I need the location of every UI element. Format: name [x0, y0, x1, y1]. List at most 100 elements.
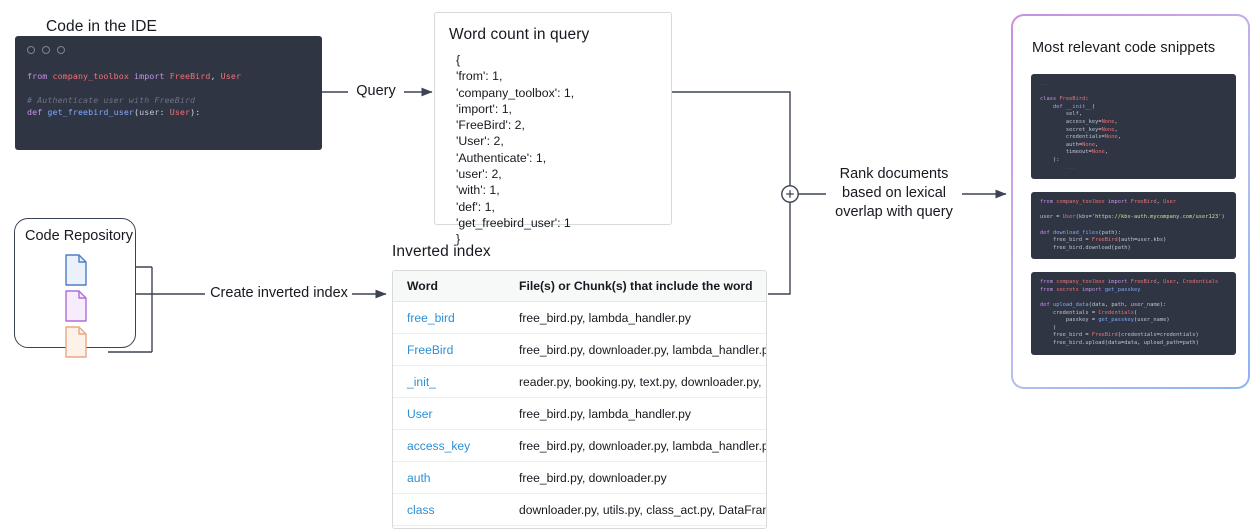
- snippet-freebird-class[interactable]: ... class FreeBird: def __init__( self, …: [1031, 74, 1236, 180]
- code-repository-title: Code Repository: [25, 228, 133, 244]
- rank-label-line-3: overlap with query: [835, 204, 953, 220]
- snippet-code-line: from company_toolbox import FreeBird, Us…: [1040, 279, 1219, 286]
- word-count-line: 'user': 2,: [456, 167, 502, 182]
- snippet-code-line: credentials=None,: [1040, 134, 1122, 141]
- inverted-index-table: Word File(s) or Chunk(s) that include th…: [393, 271, 766, 528]
- word-count-card: Word count in query { 'from': 1,'company_…: [434, 12, 672, 246]
- snippet-code-line: free_bird = FreeBird(auth=user.kbs): [1040, 237, 1167, 244]
- rank-label-line-2: based on lexical: [842, 185, 946, 201]
- results-snippet-list: ... class FreeBird: def __init__( self, …: [1031, 74, 1236, 368]
- snippet-code-line: passkey = get_passkey(user_name): [1040, 317, 1170, 324]
- word-count-line: 'def': 1,: [456, 199, 495, 214]
- snippet-code-line: [1040, 294, 1227, 302]
- cell-files: free_bird.py, downloader.py, lambda_hand…: [505, 333, 766, 366]
- ide-code-line: def get_freebird_user(user: User):: [27, 107, 201, 117]
- word-count-line: }: [456, 232, 461, 247]
- word-count-line: 'import': 1,: [456, 101, 512, 116]
- snippet-code-line: def upload_data(data, path, user_name):: [1040, 302, 1167, 309]
- ide-code-window[interactable]: from company_toolbox import FreeBird, Us…: [15, 36, 322, 150]
- cell-files: reader.py, booking.py, text.py, download…: [505, 365, 766, 398]
- cell-files: free_bird.py, downloader.py, lambda_hand…: [505, 429, 766, 462]
- word-count-line: 'Authenticate': 1,: [456, 150, 547, 165]
- rank-label-line-1: Rank documents: [839, 166, 949, 182]
- cell-word[interactable]: access_key: [393, 429, 505, 462]
- ide-code-line: from company_toolbox import FreeBird, Us…: [27, 71, 242, 81]
- snippet-download-files[interactable]: from company_toolbox import FreeBird, Us…: [1031, 192, 1236, 260]
- window-close-dot-icon[interactable]: [27, 46, 35, 54]
- ide-code-body: from company_toolbox import FreeBird, Us…: [27, 70, 310, 118]
- snippet-code-line: [1040, 222, 1227, 230]
- cell-word[interactable]: auth: [393, 461, 505, 494]
- word-count-line: 'from': 1,: [456, 69, 503, 84]
- inverted-index-card: Word File(s) or Chunk(s) that include th…: [392, 270, 767, 529]
- cell-files: free_bird.py, lambda_handler.py: [505, 301, 766, 334]
- snippet-code-line: [1040, 89, 1227, 97]
- word-count-line: 'company_toolbox': 1,: [456, 85, 575, 100]
- snippet-code-line: user = User(kbs='https://kbs-auth.mycomp…: [1040, 214, 1225, 221]
- word-count-line: {: [456, 53, 461, 67]
- snippet-code-line: ): [1040, 324, 1057, 331]
- word-count-body: { 'from': 1,'company_toolbox': 1,'import'…: [456, 52, 574, 248]
- cell-word[interactable]: FreeBird: [393, 333, 505, 366]
- cell-files: free_bird.py, downloader.py: [505, 461, 766, 494]
- code-repository-box: Code Repository: [14, 218, 136, 358]
- cell-word[interactable]: free_bird: [393, 301, 505, 334]
- column-header-files: File(s) or Chunk(s) that include the wor…: [505, 271, 766, 302]
- inverted-index-title: Inverted index: [392, 243, 491, 260]
- word-count-line: 'FreeBird': 2,: [456, 118, 525, 133]
- snippet-code-line: ...: [1040, 81, 1050, 87]
- snippet-code-line: [1040, 207, 1227, 215]
- snippet-code-line: self,: [1040, 111, 1083, 118]
- snippet-code-line: free_bird.upload(data=data, upload_path=…: [1040, 340, 1199, 347]
- code-file-orange-icon[interactable]: [63, 326, 89, 358]
- results-panel-inner: Most relevant code snippets ... class Fr…: [1013, 16, 1248, 387]
- word-count-title: Word count in query: [449, 26, 590, 43]
- code-file-blue-icon[interactable]: [63, 254, 89, 286]
- ide-title: Code in the IDE: [46, 18, 157, 35]
- cell-word[interactable]: class: [393, 493, 505, 526]
- table-header-row: Word File(s) or Chunk(s) that include th…: [393, 271, 766, 302]
- snippet-upload-data[interactable]: from company_toolbox import FreeBird, Us…: [1031, 272, 1236, 355]
- create-index-arrow-label: Create inverted index: [210, 285, 348, 301]
- window-minimize-dot-icon[interactable]: [42, 46, 50, 54]
- column-header-word: Word: [393, 271, 505, 302]
- query-arrow-label: Query: [356, 83, 396, 99]
- snippet-code-line: from secrets import get_passkey: [1040, 286, 1141, 293]
- ide-code-line: [27, 82, 310, 94]
- word-count-line: 'User': 2,: [456, 134, 504, 149]
- snippet-code-line: ):: [1040, 156, 1060, 163]
- snippet-code-line: def download_files(path):: [1040, 229, 1122, 236]
- word-count-line: 'with': 1,: [456, 183, 500, 198]
- cell-files: lambda_handler.py, test_builder.py: [505, 525, 766, 528]
- snippet-code-line: auth=None,: [1040, 141, 1099, 148]
- cell-files: free_bird.py, lambda_handler.py: [505, 397, 766, 430]
- snippet-code-line: access_key=None,: [1040, 118, 1118, 125]
- window-maximize-dot-icon[interactable]: [57, 46, 65, 54]
- snippet-code-line: free_bird.download(path): [1040, 244, 1131, 251]
- table-row[interactable]: _init_reader.py, booking.py, text.py, do…: [393, 365, 766, 398]
- cell-word[interactable]: Credentials: [393, 525, 505, 528]
- cell-word[interactable]: User: [393, 397, 505, 430]
- ide-code-line: # Authenticate user with FreeBird: [27, 95, 196, 105]
- results-panel: Most relevant code snippets ... class Fr…: [1011, 14, 1250, 389]
- snippet-code-line: secret_key=None,: [1040, 126, 1118, 133]
- code-repository-files: [63, 254, 89, 358]
- rank-documents-label: Rank documents based on lexical overlap …: [832, 165, 956, 222]
- snippet-code-line: credentials = Credentials(: [1040, 309, 1138, 316]
- window-control-dots: [27, 46, 310, 54]
- cell-word[interactable]: _init_: [393, 365, 505, 398]
- table-row[interactable]: Credentialslambda_handler.py, test_build…: [393, 525, 766, 528]
- snippet-code-line: timeout=None,: [1040, 149, 1109, 156]
- code-file-purple-icon[interactable]: [63, 290, 89, 322]
- results-title: Most relevant code snippets: [1032, 40, 1216, 56]
- snippet-code-line: ...: [1040, 164, 1076, 171]
- snippet-code-line: free_bird = FreeBird(credentials=credent…: [1040, 332, 1199, 339]
- word-count-line: 'get_freebird_user': 1: [456, 215, 571, 230]
